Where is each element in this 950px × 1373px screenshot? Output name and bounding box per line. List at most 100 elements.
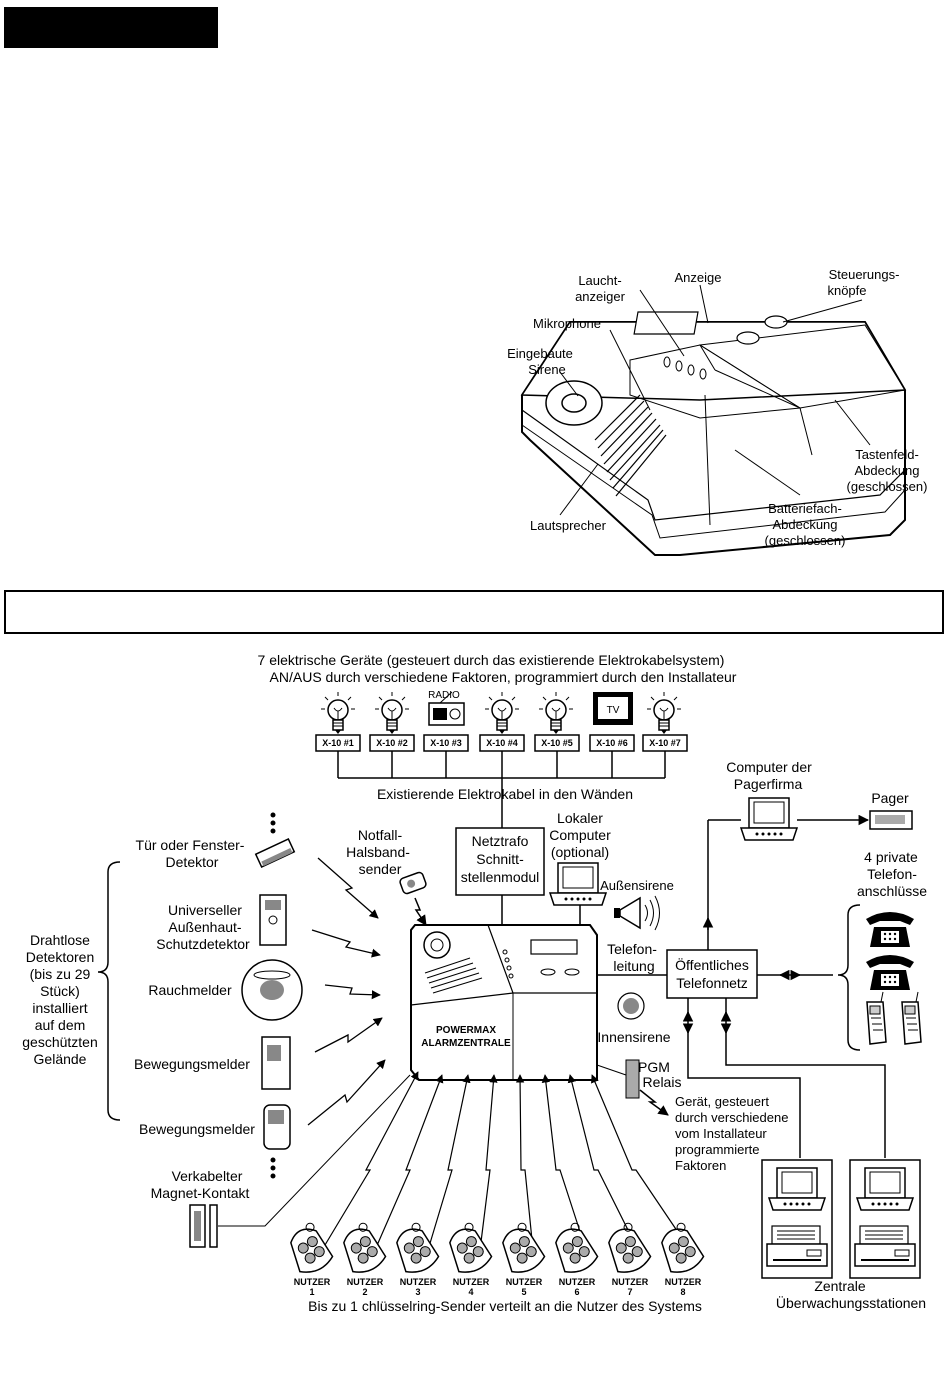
- cell-phone-icon: [901, 991, 922, 1045]
- local-computer-label-2: Computer: [549, 827, 611, 843]
- wireless-detectors-brace: [97, 861, 121, 1121]
- private-phones-brace: [837, 904, 861, 1051]
- label-steuer-2: knöpfe: [827, 283, 866, 298]
- light-bulb-icon: [320, 691, 356, 735]
- private-phones-label-1: 4 private: [864, 849, 918, 865]
- label-sirene-2: Sirene: [528, 362, 566, 377]
- label-mikro: Mikrophone: [533, 316, 601, 331]
- pgm-signal-icon: [639, 1089, 669, 1116]
- private-phones-label-2: Telefon-: [867, 866, 917, 882]
- label-anzeige: Anzeige: [675, 270, 722, 285]
- user-number-label: 5: [521, 1287, 526, 1297]
- x10-module-label: X-10 #6: [596, 738, 628, 748]
- label-steuer-1: Steuerungs-: [829, 267, 900, 282]
- section-header-bar: [4, 7, 218, 48]
- phone-line-label-1: Telefon-: [607, 941, 657, 957]
- tv-label: TV: [607, 705, 620, 716]
- wired-contact-label-1: Verkabelter: [172, 1168, 243, 1184]
- door-detector-label-2: Detektor: [166, 854, 219, 870]
- transformer-label-2: Schnitt-: [476, 851, 524, 867]
- central-label-2: Überwachungsstationen: [776, 1294, 926, 1311]
- keyfob-icon: [441, 1219, 495, 1278]
- label-batt-1: Batteriefach-: [768, 501, 842, 516]
- device-label-2: durch verschiedene: [675, 1110, 788, 1125]
- emergency-pendant-label-3: sender: [359, 861, 402, 877]
- cell-phone-icon: [866, 991, 887, 1045]
- user-number-label: 6: [574, 1287, 579, 1297]
- pager-company-label-1: Computer der: [726, 759, 812, 775]
- universal-detector-label-2: Außenhaut-: [168, 919, 241, 935]
- transformer-label-1: Netztrafo: [472, 833, 529, 849]
- central-station-computer-icon: [856, 1167, 914, 1211]
- x10-module-label: X-10 #1: [322, 738, 354, 748]
- label-batt-3: (geschlossen): [765, 533, 846, 548]
- x10-module-label: X-10 #2: [376, 738, 408, 748]
- detector-signal-icons: [307, 857, 386, 1126]
- keyfob-icon: [282, 1219, 336, 1278]
- door-detector-label-1: Tür oder Fenster-: [136, 837, 245, 853]
- pgm-relay-icon: [625, 1059, 640, 1099]
- panel-illustration: [520, 284, 907, 556]
- wireless-label-8: Gelände: [34, 1051, 87, 1067]
- local-computer-icon: [549, 862, 607, 906]
- wired-contact-label-2: Magnet-Kontakt: [151, 1185, 250, 1201]
- user-word-label: NUTZER: [453, 1277, 490, 1287]
- x10-appliances: RADIO TV: [320, 690, 682, 735]
- motion-detector-icon: [263, 1104, 291, 1150]
- public-network-label-1: Öffentliches: [675, 956, 749, 973]
- label-sirene-1: Eingebaute: [507, 346, 573, 361]
- indoor-siren-icon: [617, 992, 645, 1020]
- user-number-label: 8: [680, 1287, 685, 1297]
- radio-label: RADIO: [428, 690, 460, 701]
- x10-module-label: X-10 #5: [541, 738, 573, 748]
- label-tasten-1: Tastenfeld-: [855, 447, 919, 462]
- user-number-label: 1: [309, 1287, 314, 1297]
- user-word-label: NUTZER: [559, 1277, 596, 1287]
- user-keyfobs: [282, 1219, 707, 1278]
- label-tasten-2: Abdeckung: [854, 463, 919, 478]
- keyfob-icon: [335, 1219, 389, 1278]
- keyfob-icon: [388, 1219, 442, 1278]
- pgm-label-2: Relais: [643, 1074, 682, 1090]
- local-computer-label-3: (optional): [551, 844, 609, 860]
- device-label-4: programmierte: [675, 1142, 760, 1157]
- tv-icon: [593, 692, 633, 725]
- x10-module-label: X-10 #4: [486, 738, 518, 748]
- central-station-printer-icon: [766, 1225, 828, 1267]
- outdoor-siren-icon: [614, 895, 660, 931]
- emergency-pendant-label-1: Notfall-: [358, 827, 403, 843]
- light-bulb-icon: [484, 691, 520, 735]
- public-phone-network-box: [666, 949, 758, 999]
- label-batt-2: Abdeckung: [772, 517, 837, 532]
- label-laucht-1: Laucht-: [578, 273, 621, 288]
- wiring-label: Existierende Elektrokabel in den Wänden: [377, 786, 633, 802]
- pager-label: Pager: [871, 790, 909, 806]
- top-caption-line-2: AN/AUS durch verschiedene Faktoren, prog…: [270, 669, 737, 685]
- local-computer-label-1: Lokaler: [557, 810, 603, 826]
- label-lautsprecher: Lautsprecher: [530, 518, 607, 533]
- powermax-control-panel: [410, 924, 598, 1081]
- keyfob-icon: [494, 1219, 548, 1278]
- device-label-3: vom Installateur: [675, 1126, 767, 1141]
- user-word-label: NUTZER: [665, 1277, 702, 1287]
- x10-module-label: X-10 #3: [430, 738, 462, 748]
- transformer-label-3: stellenmodul: [461, 869, 540, 885]
- label-tasten-3: (geschlossen): [847, 479, 928, 494]
- universal-detector-icon: [259, 894, 287, 946]
- user-word-label: NUTZER: [400, 1277, 437, 1287]
- door-window-detector-icon: [254, 838, 296, 868]
- universal-detector-label-3: Schutzdetektor: [156, 936, 250, 952]
- user-word-label: NUTZER: [294, 1277, 331, 1287]
- user-labels: NUTZER 1 NUTZER 2 NUTZER 3 NUTZER 4 NUTZ…: [294, 1277, 702, 1297]
- pendant-transmitter-icon: [399, 871, 427, 895]
- section-title-banner: [4, 590, 944, 634]
- power-wiring: [337, 751, 666, 925]
- indoor-siren-label: Innensirene: [597, 1029, 670, 1045]
- wireless-label-5: installiert: [32, 1000, 87, 1016]
- keyfob-icon: [547, 1219, 601, 1278]
- wireless-label-2: Detektoren: [26, 949, 94, 965]
- x10-module-label: X-10 #7: [649, 738, 681, 748]
- wireless-label-4: Stück): [40, 983, 80, 999]
- magnetic-contact-icon: [189, 1204, 218, 1248]
